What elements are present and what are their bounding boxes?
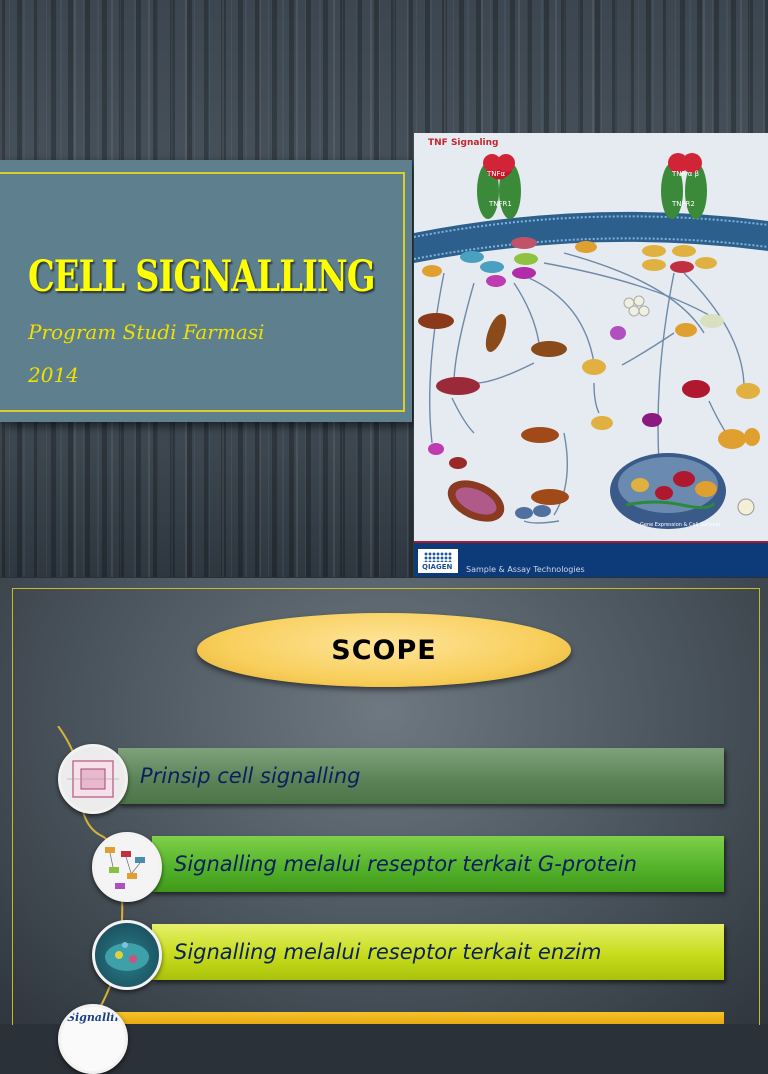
tnfr1-label: TNFR1 — [488, 200, 512, 208]
tnfr1-receptor — [477, 154, 521, 219]
mitochondrion — [447, 457, 505, 522]
scope-heading-text: SCOPE — [331, 634, 437, 666]
tnf2-label: TNF α β — [671, 170, 699, 178]
slide-frame — [12, 588, 760, 1025]
scope-item-1-thumbnail — [58, 744, 128, 814]
scope-item-1: Prinsip cell signalling — [118, 748, 724, 804]
title-box: CELL SIGNALLING Program Studi Farmasi 20… — [0, 160, 412, 422]
scope-slide: SCOPE Prinsip cell signalling Signalling… — [0, 578, 768, 1074]
qiagen-logo: QIAGEN — [418, 549, 458, 573]
scope-item-4-thumbnail-text: Signalling — [67, 1011, 128, 1024]
tnfr2-label: TNFR2 — [671, 200, 695, 208]
nucleus-label: Gene Expression & Cell Survival — [640, 522, 720, 528]
slide-title: CELL SIGNALLING — [28, 252, 376, 302]
tnfr2-receptor — [661, 153, 707, 219]
figure-tagline: Sample & Assay Technologies — [466, 565, 585, 574]
scope-item-3-thumbnail — [92, 920, 162, 990]
slide-subtitle: Program Studi Farmasi — [28, 320, 265, 344]
qiagen-logo-dots — [424, 552, 452, 562]
scope-item-4-partial — [112, 1012, 724, 1024]
scope-item-4-thumbnail: Signalling — [58, 1004, 128, 1074]
scope-item-2-label: Signalling melalui reseptor terkait G-pr… — [174, 852, 637, 876]
tnf-signaling-figure: TNFα TNFR1 TNF α β TNFR2 — [414, 133, 768, 577]
qiagen-logo-text: QIAGEN — [422, 563, 453, 571]
scope-item-1-label: Prinsip cell signalling — [140, 764, 361, 788]
scope-heading: SCOPE — [197, 613, 571, 687]
figure-footer: QIAGEN Sample & Assay Technologies — [414, 541, 768, 577]
title-box-border — [0, 172, 405, 412]
slide-year: 2014 — [28, 363, 79, 387]
scope-item-2-thumbnail — [92, 832, 162, 902]
nucleus — [610, 453, 755, 529]
scope-item-3-label: Signalling melalui reseptor terkait enzi… — [174, 940, 602, 964]
tnfa-label: TNFα — [486, 170, 506, 178]
scope-item-3: Signalling melalui reseptor terkait enzi… — [152, 924, 724, 980]
pathway-diagram: TNFα TNFR1 TNF α β TNFR2 — [414, 153, 768, 529]
figure-title: TNF Signaling — [428, 138, 499, 148]
title-slide: CELL SIGNALLING Program Studi Farmasi 20… — [0, 0, 768, 577]
scope-item-2: Signalling melalui reseptor terkait G-pr… — [152, 836, 724, 892]
